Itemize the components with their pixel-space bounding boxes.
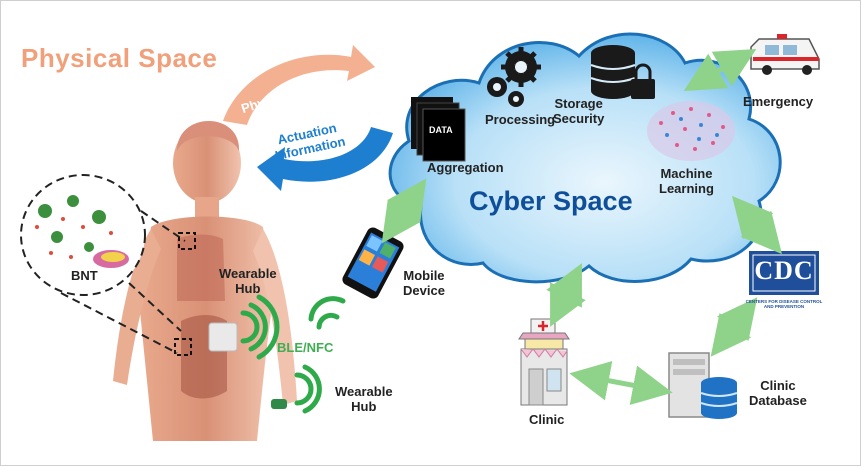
data-label: DATA (429, 125, 453, 135)
cdc-logo (749, 251, 819, 295)
bnt-inset (20, 174, 186, 354)
processing-label: Processing (485, 112, 556, 127)
brain-network-icon (647, 101, 735, 161)
data-stack-icon (411, 97, 466, 162)
machine-learning-label: Machine Learning (659, 166, 714, 196)
wearable-hub-upper-label: Wearable Hub (219, 266, 277, 296)
ble-nfc-label: BLE/NFC (277, 340, 334, 355)
actuation-arrow (257, 127, 393, 191)
clinic-database-label: Clinic Database (749, 378, 807, 408)
storage-security-label: Storage Security (553, 96, 605, 126)
physical-space-title: Physical Space (21, 43, 218, 73)
server-database-icon (668, 352, 738, 419)
clinic-building-icon (518, 318, 570, 406)
cdc-logo-text: CDC (754, 256, 814, 285)
bnt-label: BNT (71, 268, 98, 283)
connection-arrows (381, 48, 783, 405)
physical-sensing-arrow (223, 45, 375, 125)
wireless-signal-icon (240, 294, 280, 360)
ambulance-icon (750, 34, 820, 75)
wearable-hub-lower-label: Wearable Hub (335, 384, 393, 414)
clinic-label: Clinic (529, 412, 565, 427)
human-body-figure (113, 121, 297, 441)
emergency-label: Emergency (743, 94, 814, 109)
implant-markers (174, 232, 196, 356)
wireless-signal-icon (308, 296, 346, 330)
wireless-signal-icon (294, 364, 322, 414)
mobile-phone-icon (342, 227, 404, 299)
gears-icon (487, 47, 541, 107)
cyber-space-title: Cyber Space (469, 186, 633, 216)
database-lock-icon (590, 45, 655, 99)
mobile-device-label: Mobile Device (403, 268, 445, 298)
aggregation-label: Aggregation (427, 160, 504, 175)
cdc-subtitle: CENTERS FOR DISEASE CONTROL AND PREVENTI… (745, 299, 823, 310)
